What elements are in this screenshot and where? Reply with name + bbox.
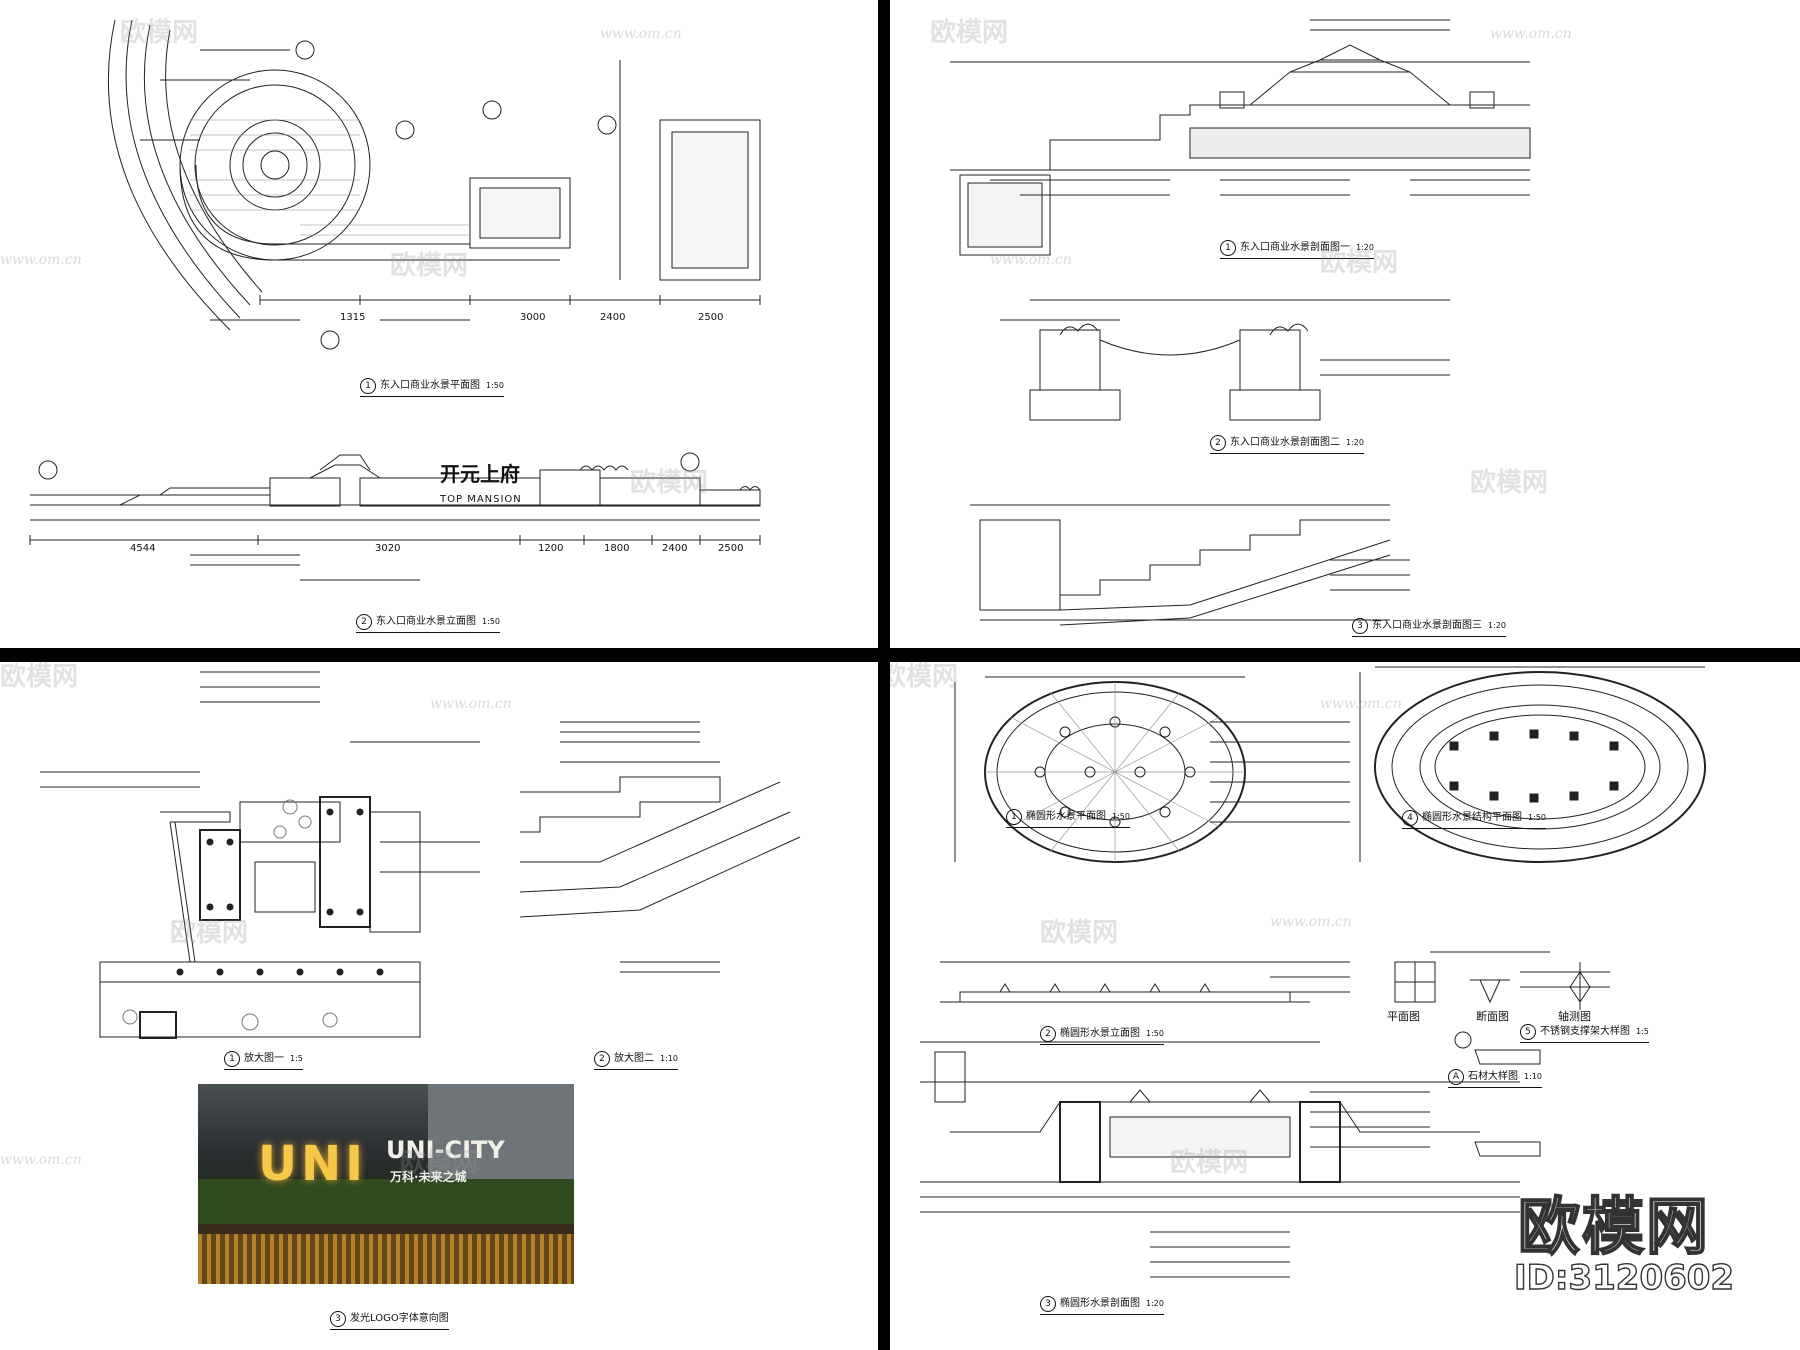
plan-dim-4: 2500 [698,312,724,323]
bracket-section-label: 断面图 [1476,1010,1509,1023]
sheet-east-plan: 1315 3000 2400 2500 4544 3020 1200 1800 … [0,0,878,648]
detail-drawings [40,671,801,1039]
section-drawings [950,19,1531,626]
elev-dim-4: 1800 [604,543,630,554]
photo-sign-sub: 万科·未来之城 [390,1170,467,1184]
plan-drawing [29,19,761,581]
elevation-sign-cn: 开元上府 [440,462,520,486]
bracket-axon-label: 轴测图 [1558,1010,1591,1023]
watermark-id: ID:3120602 [1513,1257,1735,1298]
elev-dim-1: 4544 [130,543,156,554]
oval-drawings [920,666,1706,1278]
watermark-brand-large: 欧模网 [1517,1189,1711,1264]
logo-reference-photo: UNI UNI-CITY 万科·未来之城 [198,1084,574,1284]
photo-sign-main: UNI [258,1136,368,1192]
plan-dim-2: 3000 [520,312,546,323]
elev-dim-3: 1200 [538,543,564,554]
elevation-sign-en: TOP MANSION [440,494,522,505]
photo-building [428,1084,574,1194]
photo-sign-brand: UNI-CITY [386,1136,505,1164]
photo-wall-light [198,1234,574,1284]
bracket-plan-label: 平面图 [1387,1010,1420,1023]
elev-dim-6: 2500 [718,543,744,554]
elev-dim-5: 2400 [662,543,688,554]
plan-dim-3: 2400 [600,312,626,323]
elev-dim-2: 3020 [375,543,401,554]
plan-dim-1: 1315 [340,312,366,323]
